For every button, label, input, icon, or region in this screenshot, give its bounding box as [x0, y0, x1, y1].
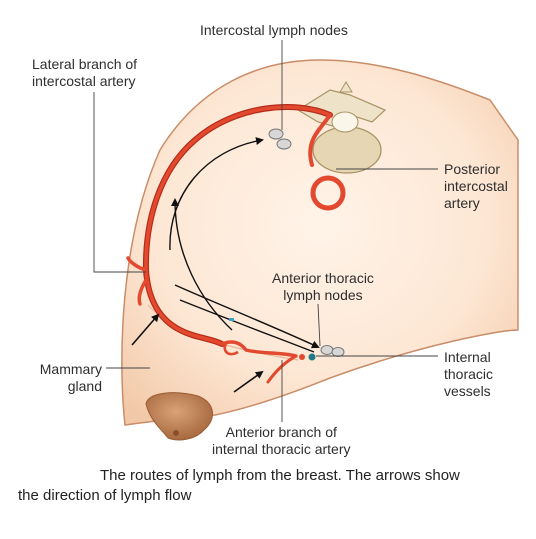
label-mammary-gland: Mammary gland [39, 361, 102, 394]
lymph-flow-line-medial-1 [174, 284, 320, 349]
lymph-vessel-marker [229, 318, 234, 321]
internal-thoracic-artery-dot [299, 354, 305, 360]
lateral-branch-artery [126, 256, 148, 306]
vertebra [296, 81, 387, 174]
label-posterior-intercostal-artery: Posterior intercostal artery [444, 161, 508, 211]
anterior-branch-lower [266, 354, 298, 384]
label-anterior-branch: Anterior branch of internal thoracic art… [212, 424, 351, 457]
lymph-flow-line-medial-2 [179, 299, 315, 353]
nipple [145, 392, 213, 441]
internal-thoracic-vein [308, 353, 316, 361]
lymph-arrow-left [131, 313, 160, 346]
anterior-branch-loop [223, 343, 239, 356]
lymph-flow-line-axillary [169, 137, 264, 251]
label-lateral-branch: Lateral branch of intercostal artery [32, 56, 138, 89]
caption-line-1: The routes of lymph from the breast. The… [100, 467, 460, 484]
torso-outline [121, 59, 519, 426]
posterior-artery-loop [308, 113, 332, 167]
leader-lines [93, 40, 438, 422]
nipple-tip [173, 430, 179, 436]
anterior-thoracic-lymph-nodes [320, 345, 345, 357]
caption-line-2: the direction of lymph flow [18, 487, 192, 504]
anterior-branch-artery [220, 340, 298, 358]
label-anterior-thoracic-lymph-nodes: Anterior thoracic lymph nodes [272, 270, 374, 303]
lymph-arrow-bottom [233, 370, 264, 393]
label-internal-thoracic-vessels: Internal thoracic vessels [444, 349, 494, 399]
intercostal-lymph-nodes [268, 128, 292, 150]
lymph-flow-line-upper [171, 198, 233, 331]
posterior-artery-cross-section [310, 175, 346, 211]
label-intercostal-lymph-nodes: Intercostal lymph nodes [200, 22, 348, 38]
